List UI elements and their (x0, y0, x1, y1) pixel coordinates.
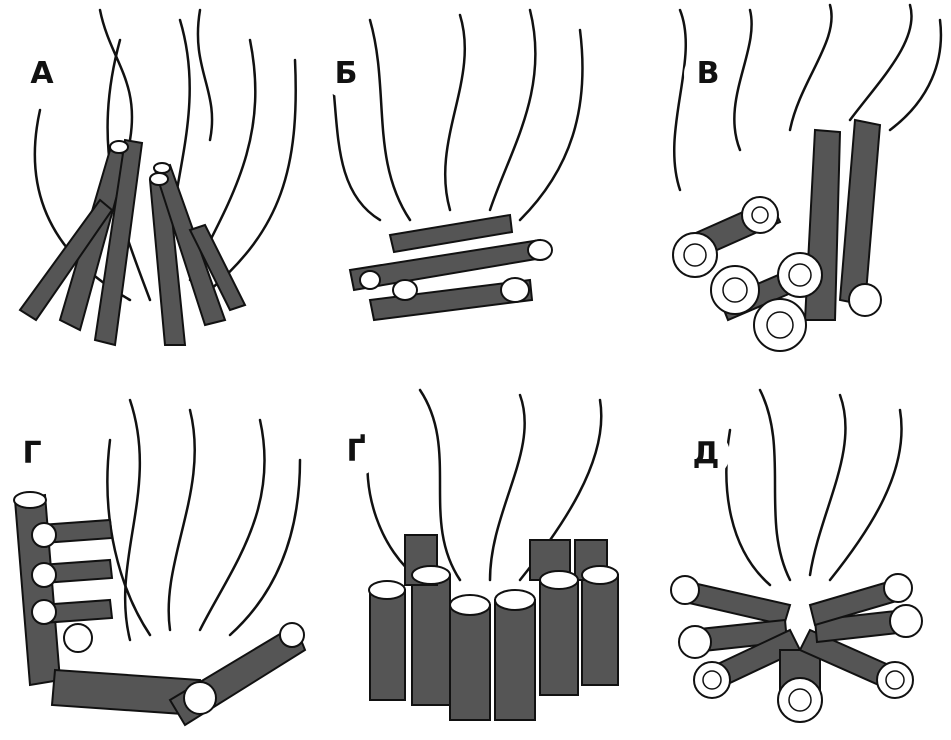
panel-gh-label: Ґ (346, 437, 365, 467)
panel-b-label: Б (335, 59, 358, 89)
panel-b-label-badge: Б (322, 50, 370, 98)
panel-gh: Ґ (320, 380, 650, 736)
panel-g: Г (0, 380, 320, 736)
panel-v: В (640, 0, 951, 370)
panel-gh-label-badge: Ґ (332, 428, 380, 476)
log-pile-fire-drawing (640, 0, 951, 370)
panel-d-label: Д (693, 439, 720, 469)
panel-d: Д (650, 380, 951, 736)
panel-a-label: А (30, 59, 53, 89)
panel-a-label-badge: А (18, 50, 66, 98)
panel-g-label: Г (22, 439, 41, 469)
wall-reflector-fire-drawing (0, 380, 320, 736)
panel-a: А (0, 0, 310, 370)
panel-v-label: В (697, 59, 720, 89)
panel-d-label-badge: Д (682, 430, 730, 478)
panel-g-label-badge: Г (8, 430, 56, 478)
panel-v-label-badge: В (684, 50, 732, 98)
panel-b: Б (310, 0, 640, 370)
